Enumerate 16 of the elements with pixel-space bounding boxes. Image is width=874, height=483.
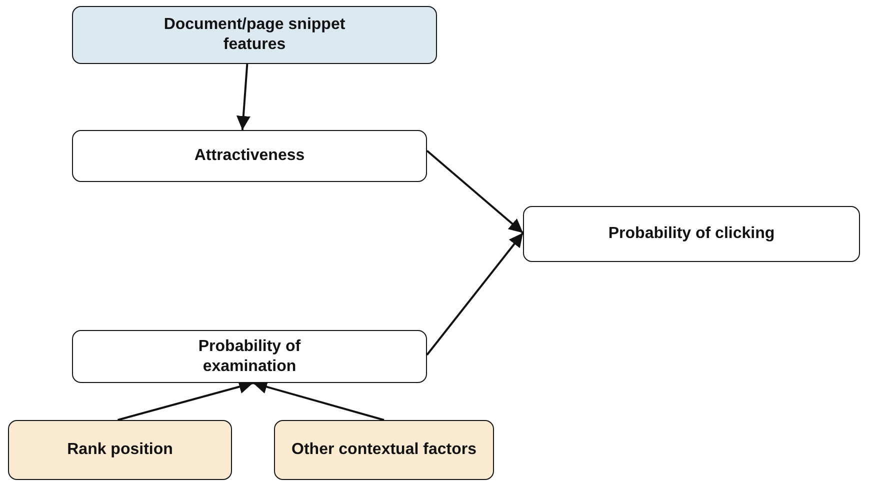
- box-label: Attractiveness: [193, 146, 306, 166]
- box-label: Document/page snippet features: [162, 15, 346, 55]
- process-box: [8, 420, 232, 480]
- box-label: Probability of clicking: [607, 224, 776, 244]
- box-label: Other contextual factors: [290, 440, 478, 460]
- arrow: [426, 232, 524, 356]
- box-label: Probability of examination: [197, 336, 302, 376]
- process-box: [72, 6, 437, 64]
- process-box: [523, 206, 860, 262]
- process-box: [72, 130, 427, 182]
- arrow: [236, 64, 250, 130]
- arrow: [426, 150, 524, 234]
- arrow: [252, 380, 384, 421]
- process-box: [274, 420, 494, 480]
- process-box: [72, 330, 427, 383]
- box-label: Rank position: [66, 440, 174, 460]
